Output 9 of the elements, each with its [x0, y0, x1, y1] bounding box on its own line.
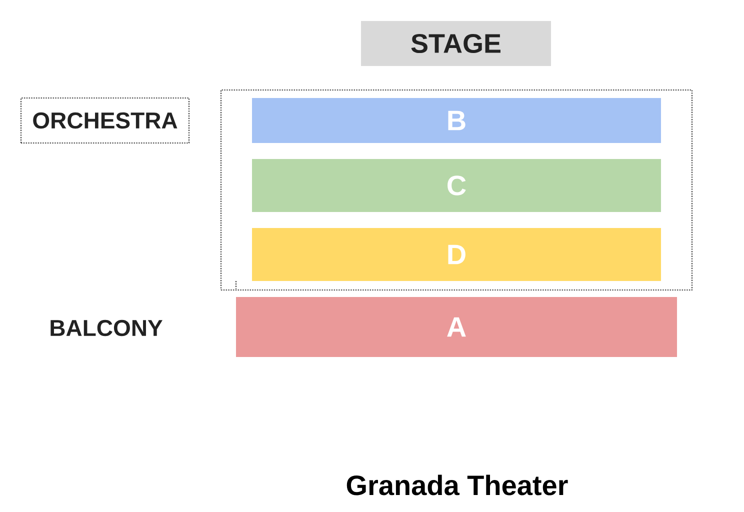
section-box: ORCHESTRA: [20, 98, 190, 144]
seating-block: B: [252, 98, 661, 143]
seating-block: A: [236, 297, 677, 357]
seating-block: C: [252, 159, 661, 212]
section-label: BALCONY: [50, 320, 162, 336]
stage-block: STAGE: [361, 21, 551, 66]
seating-block: D: [252, 228, 661, 281]
dotted-frame: [220, 90, 692, 290]
title: Granada Theater: [346, 474, 568, 496]
